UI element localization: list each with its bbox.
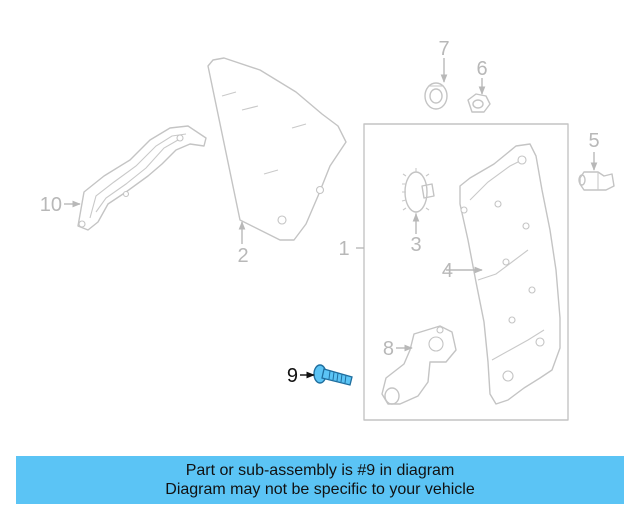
part-5-connector bbox=[578, 171, 615, 191]
part-1-assembly-box bbox=[363, 123, 569, 421]
part-9-bolt[interactable] bbox=[313, 364, 353, 386]
info-banner: Part or sub-assembly is #9 in diagram Di… bbox=[16, 456, 624, 504]
callout-4: 4 bbox=[442, 260, 453, 282]
banner-line-part: Part or sub-assembly is #9 in diagram bbox=[185, 462, 455, 479]
part-8-window-motor bbox=[381, 325, 457, 405]
callout-arrows bbox=[64, 58, 598, 379]
part-7-grommet bbox=[424, 82, 448, 110]
callout-5: 5 bbox=[588, 130, 599, 152]
parts-diagram: 1 2 3 4 5 6 7 8 9 10 bbox=[40, 38, 615, 421]
callout-1: 1 bbox=[338, 238, 349, 260]
callout-7: 7 bbox=[438, 38, 449, 60]
callout-2: 2 bbox=[237, 245, 248, 267]
callout-3: 3 bbox=[410, 234, 421, 256]
part-2-window-glass bbox=[207, 57, 347, 241]
part-6-nut bbox=[467, 93, 491, 113]
part-4-regulator-carrier bbox=[459, 143, 561, 405]
part-10-guide-rail bbox=[77, 125, 207, 231]
callout-6: 6 bbox=[476, 58, 487, 80]
callout-labels: 1 2 3 4 5 6 7 8 9 10 bbox=[40, 38, 600, 387]
callout-8: 8 bbox=[383, 338, 394, 360]
banner-line-disclaimer: Diagram may not be specific to your vehi… bbox=[165, 481, 475, 498]
callout-10: 10 bbox=[40, 194, 62, 216]
part-3-gear bbox=[401, 168, 435, 216]
callout-9: 9 bbox=[287, 365, 298, 387]
